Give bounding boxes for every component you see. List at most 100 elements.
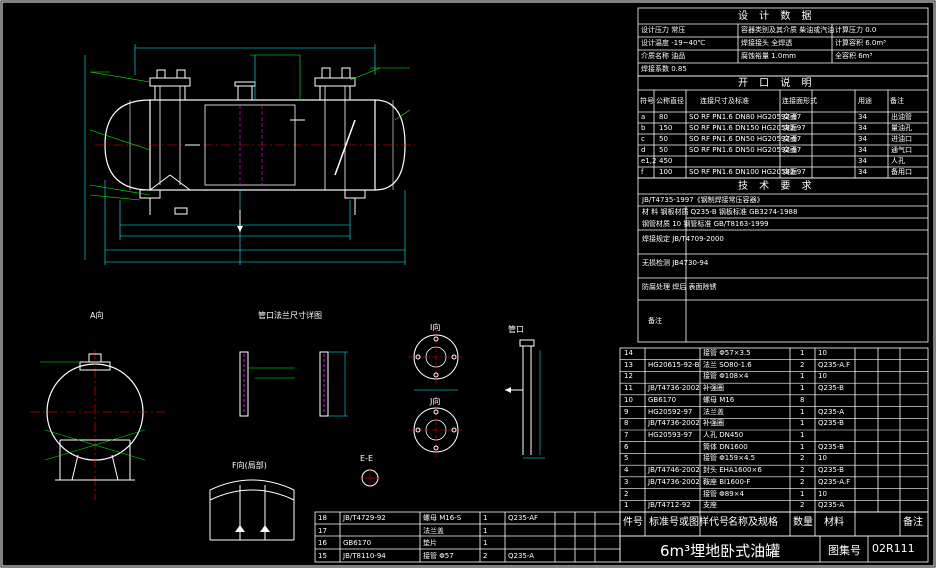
bom-cell: 筒体 DN1600 — [703, 442, 748, 451]
nozzle-col-header: 连接面形式 — [782, 97, 817, 105]
f-view — [209, 479, 295, 541]
bom-bottom-cell: JB/T8110-94 — [343, 551, 386, 560]
design-data-cell: 介质名称 油品 — [641, 52, 686, 60]
bom-cell: 接管 Φ89×4 — [703, 489, 744, 498]
pipe-detail — [505, 339, 545, 459]
tech-req-header: 技 术 要 求 — [738, 181, 816, 192]
bom-cell: HG20615-92-B — [648, 360, 700, 369]
nozzle-col-header: 用途 — [858, 97, 872, 105]
bom-cell: Q235-B — [818, 442, 844, 451]
i-view — [408, 330, 464, 391]
bom-cell: 1 — [800, 407, 805, 416]
nozzle-col-header: 备注 — [890, 97, 904, 105]
bom-bottom-cell: 1 — [483, 514, 488, 522]
bom-cell: 8 — [624, 419, 629, 428]
nozzle-col-header: 连接尺寸及标准 — [700, 97, 749, 105]
design-data-cell: 设计温度 -19~40℃ — [641, 39, 706, 47]
nozzle-col-header: 符号 — [640, 97, 654, 105]
nozzle-cell: 34 — [858, 146, 867, 154]
nozzle-cell: 450 — [659, 157, 673, 165]
nozzle-cell: c — [641, 135, 645, 143]
design-data-cell: 全容积 6m³ — [835, 52, 873, 60]
bom-cell: 13 — [624, 360, 633, 369]
drawing-title: 6m³埋地卧式油罐 — [660, 542, 781, 560]
bom-cell: Q235-B — [818, 384, 844, 393]
bom-cell: 法兰盖 — [703, 407, 724, 416]
tech-req-line: JB/T4735-1997《钢制焊接常压容器》 — [642, 196, 764, 204]
bom-col-header: 材料 — [824, 517, 844, 528]
bom-bottom-cell: 17 — [318, 526, 327, 535]
bom-col-header: 备注 — [903, 517, 923, 528]
tech-req-line: 焊接规定 JB/T4709-2000 — [642, 235, 724, 243]
nozzle-cell: 突面 — [783, 113, 797, 121]
bom-bottom-cell: JB/T4729-92 — [343, 514, 386, 522]
bom-cell: 1 — [800, 419, 805, 428]
bom-cell: 1 — [624, 501, 629, 510]
nozzle-cell: 突面 — [783, 124, 797, 132]
nozzle-col-header: 公称直径 — [656, 97, 684, 105]
bom-bottom-cell: 16 — [318, 539, 327, 547]
bom-cell: 接管 Φ57×3.5 — [703, 349, 751, 357]
bom-bottom-cell: 接管 Φ57 — [423, 551, 454, 560]
bom-cell: 鞍座 BI1600-F — [703, 477, 751, 486]
bom-row-lines — [620, 359, 928, 513]
bom-cell: 支座 — [703, 501, 717, 510]
bom-bottom-cell: 螺母 M16-S — [423, 514, 462, 522]
nozzle-cell: 出油管 — [891, 113, 912, 121]
bom-cell: 11 — [624, 384, 633, 393]
design-data-cell: 焊接接头 全焊透 — [741, 39, 793, 47]
nozzle-cell: 50 — [659, 135, 668, 143]
bom-cell: 10 — [818, 349, 827, 357]
e-e-view — [360, 468, 380, 488]
tank-elevation — [84, 44, 415, 265]
bom-cell: 螺母 M16 — [703, 395, 735, 404]
bom-cell: Q235-B — [818, 419, 844, 428]
bom-bottom-cell: Q235-AF — [508, 514, 539, 522]
bom-cell: JB/T4736-2002 — [648, 477, 700, 486]
nozzle-cell: b — [641, 124, 646, 132]
bom-bottom-cell: 垫片 — [423, 539, 437, 547]
bom-cell: Q235-A.F — [818, 360, 851, 369]
bom-bottom-cell: 2 — [483, 551, 488, 560]
f-view-label: F向(局部) — [232, 461, 267, 470]
bom-bottom-cell: 1 — [483, 539, 488, 547]
design-data-cell: 计算容积 6.0m³ — [835, 39, 886, 47]
design-data-cell: 腐蚀裕量 1.0mm — [741, 52, 796, 60]
nozzle-cell: 备用口 — [891, 168, 912, 176]
bom-cell: 2 — [624, 489, 629, 498]
i-view-label: I向 — [430, 323, 441, 332]
nozzle-cell: a — [641, 113, 646, 121]
bom-cell: 10 — [818, 454, 827, 463]
bom-cell: 4 — [624, 466, 629, 475]
nozzle-cell: 人孔 — [891, 157, 905, 165]
flange-detail — [239, 351, 348, 417]
bom-cell: 2 — [800, 466, 805, 475]
bom-cell: 10 — [818, 489, 827, 498]
bom-cell: JB/T4746-2002 — [648, 466, 700, 475]
tech-req-line: 钢管材质 10 钢管标准 GB/T8163-1999 — [642, 220, 769, 228]
design-data-header: 设 计 数 据 — [738, 11, 816, 22]
bom-cell: 10 — [624, 395, 633, 404]
bom-cell: 2 — [800, 477, 805, 486]
bom-cell: 补强圈 — [703, 384, 724, 393]
drawing-no: 02R111 — [872, 542, 915, 555]
a-view-label: A向 — [90, 311, 104, 320]
nozzle-cell: 突面 — [783, 146, 797, 154]
nozzle-cell: 突面 — [783, 135, 797, 143]
bom-bottom-cell: 18 — [318, 514, 327, 522]
nozzle-cell: 量油孔 — [891, 124, 912, 132]
nozzle-cell: 150 — [659, 124, 673, 132]
tech-req-line: 无损检测 JB4730-94 — [642, 259, 709, 267]
j-view-label: J向 — [430, 397, 441, 406]
tech-req-line: 材 料 钢板材质 Q235-B 钢板标准 GB3274-1988 — [642, 208, 798, 216]
bom-cell: JB/T4736-2002 — [648, 419, 700, 428]
nozzle-cell: 突面 — [783, 168, 797, 176]
nozzle-cell: f — [641, 168, 644, 176]
nozzle-cell: 34 — [858, 124, 867, 132]
design-data-cell: 容器类别及其介质 柴油或汽油 — [741, 26, 835, 34]
j-view — [408, 403, 464, 458]
design-data-cell: 焊接系数 0.85 — [641, 65, 687, 73]
bom-col-header: 件号 — [623, 517, 643, 528]
e-view-label: E-E — [360, 454, 373, 463]
